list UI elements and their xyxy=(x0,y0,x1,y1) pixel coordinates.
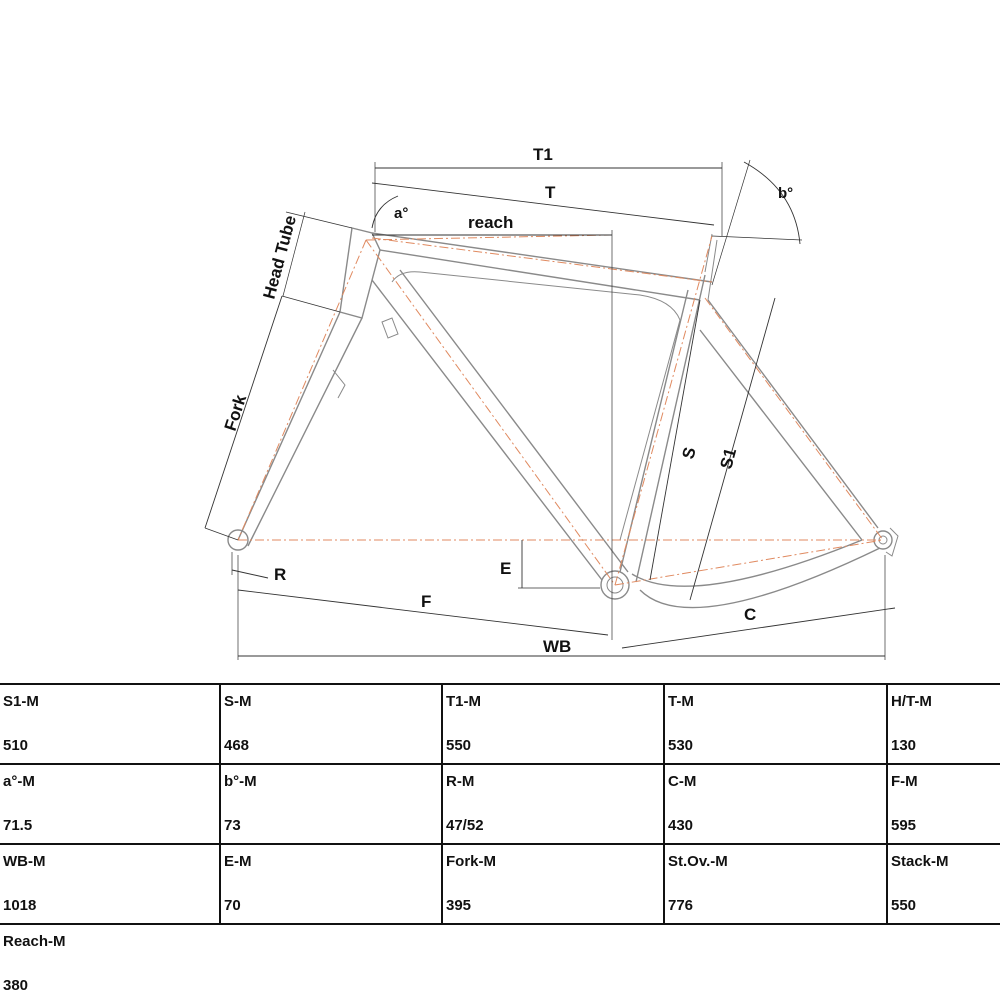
table-row: S1-M 510 S-M 468 T1-M 550 T-M 530 H/T-M … xyxy=(0,683,1000,765)
bottom-bracket-shell xyxy=(600,570,630,600)
spec-label: T1-M xyxy=(446,693,481,710)
spec-label: St.Ov.-M xyxy=(668,853,728,870)
spec-label: WB-M xyxy=(3,853,46,870)
spec-label: S-M xyxy=(224,693,252,710)
label-e: E xyxy=(500,559,511,578)
spec-cell-s: S-M 468 xyxy=(219,685,443,765)
spec-cell-standover: St.Ov.-M 776 xyxy=(663,845,888,925)
dimension-labels: T1 T b° a° reach Head Tube Fork S S1 E R… xyxy=(221,145,793,656)
label-b-angle: b° xyxy=(778,185,793,202)
label-t1: T1 xyxy=(533,145,553,164)
spec-label: T-M xyxy=(668,693,694,710)
spec-value: 430 xyxy=(668,817,694,834)
spec-value: 130 xyxy=(891,737,917,754)
spec-value: 380 xyxy=(3,977,29,994)
spec-cell-t: T-M 530 xyxy=(663,685,888,765)
centerlines xyxy=(237,234,884,586)
spec-cell-f: F-M 595 xyxy=(886,765,1000,845)
head-tube-outline xyxy=(339,227,381,319)
spec-label: C-M xyxy=(668,773,697,790)
front-triangle-inner xyxy=(391,271,681,541)
geometry-spec-table: S1-M 510 S-M 468 T1-M 550 T-M 530 H/T-M … xyxy=(0,683,1000,1000)
spec-cell-reach: Reach-M 380 xyxy=(0,925,219,1005)
table-row: WB-M 1018 E-M 70 Fork-M 395 St.Ov.-M 776… xyxy=(0,843,1000,925)
spec-cell-fork: Fork-M 395 xyxy=(441,845,665,925)
spec-value: 595 xyxy=(891,817,917,834)
spec-cell-c: C-M 430 xyxy=(663,765,888,845)
spec-label: H/T-M xyxy=(891,693,932,710)
fork-outline xyxy=(237,311,363,547)
frame-outline xyxy=(227,227,899,609)
fork-crown xyxy=(332,369,346,399)
spec-label: a°-M xyxy=(3,773,35,790)
derailleur-hanger xyxy=(885,527,899,557)
seat-tube xyxy=(619,274,706,583)
spec-label: F-M xyxy=(891,773,918,790)
seat-post-clamp xyxy=(704,233,718,301)
label-r: R xyxy=(274,565,286,584)
spec-cell-a-angle: a°-M 71.5 xyxy=(0,765,219,845)
down-tube-port xyxy=(381,317,399,339)
label-fork: Fork xyxy=(221,392,251,433)
spec-value: 71.5 xyxy=(3,817,33,834)
label-c: C xyxy=(744,605,756,624)
bottom-bracket-inner xyxy=(606,576,624,594)
spec-label: R-M xyxy=(446,773,475,790)
chain-stay xyxy=(631,539,881,609)
label-s1: S1 xyxy=(717,446,741,471)
spec-label: E-M xyxy=(224,853,252,870)
front-dropout xyxy=(227,529,249,551)
spec-value: 47/52 xyxy=(446,817,484,834)
table-row: a°-M 71.5 b°-M 73 R-M 47/52 C-M 430 F-M … xyxy=(0,763,1000,845)
spec-value: 70 xyxy=(224,897,241,914)
label-reach: reach xyxy=(468,213,513,232)
rear-dropout xyxy=(873,530,893,550)
spec-value: 73 xyxy=(224,817,241,834)
spec-value: 550 xyxy=(891,897,917,914)
spec-label: b°-M xyxy=(224,773,257,790)
spec-label: S1-M xyxy=(3,693,39,710)
spec-value: 510 xyxy=(3,737,29,754)
spec-value: 530 xyxy=(668,737,694,754)
spec-cell-e: E-M 70 xyxy=(219,845,443,925)
spec-value: 468 xyxy=(224,737,250,754)
spec-value: 550 xyxy=(446,737,472,754)
spec-value: 395 xyxy=(446,897,472,914)
top-tube xyxy=(371,232,713,301)
label-a-angle: a° xyxy=(394,205,408,222)
label-f: F xyxy=(421,592,431,611)
dimension-lines xyxy=(204,159,896,660)
spec-cell-s1: S1-M 510 xyxy=(0,685,219,765)
spec-label: Reach-M xyxy=(3,933,66,950)
bike-frame-geometry-diagram: T1 T b° a° reach Head Tube Fork S S1 E R… xyxy=(204,145,899,660)
label-t: T xyxy=(545,183,556,202)
spec-value: 1018 xyxy=(3,897,37,914)
spec-cell-wb: WB-M 1018 xyxy=(0,845,219,925)
spec-cell-b-angle: b°-M 73 xyxy=(219,765,443,845)
spec-cell-head-tube: H/T-M 130 xyxy=(886,685,1000,765)
label-s: S xyxy=(679,445,700,461)
spec-label: Fork-M xyxy=(446,853,496,870)
table-row: Reach-M 380 xyxy=(0,923,1000,1002)
label-wb: WB xyxy=(543,637,571,656)
down-tube xyxy=(371,269,629,581)
spec-label: Stack-M xyxy=(891,853,949,870)
spec-cell-t1: T1-M 550 xyxy=(441,685,665,765)
seat-stay xyxy=(699,299,879,541)
spec-cell-r: R-M 47/52 xyxy=(441,765,665,845)
spec-value: 776 xyxy=(668,897,694,914)
spec-cell-stack: Stack-M 550 xyxy=(886,845,1000,925)
label-head-tube: Head Tube xyxy=(260,213,301,301)
